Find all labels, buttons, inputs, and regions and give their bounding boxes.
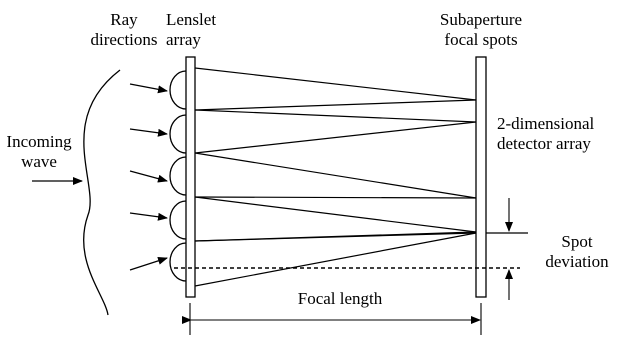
ray-directions-label: Ray directions xyxy=(88,10,160,50)
detector-array-label-line2: detector array xyxy=(497,134,591,153)
incoming-wave-label: Incoming wave xyxy=(0,132,78,172)
ray-directions-label-line1: Ray xyxy=(110,10,138,29)
spot-deviation-label-line2: deviation xyxy=(545,252,609,271)
lenslet-array-label: Lenslet array xyxy=(166,10,216,50)
subaperture-focal-spots-label: Subaperture focal spots xyxy=(422,10,540,50)
focal-length-label: Focal length xyxy=(297,289,383,308)
subaperture-focal-spots-label-line2: focal spots xyxy=(444,30,518,49)
ray-direction-arrow xyxy=(129,212,168,221)
ray-lines xyxy=(194,67,477,287)
lenslet xyxy=(169,156,187,196)
lenslet xyxy=(169,70,187,110)
lenslet xyxy=(169,114,187,154)
lenslet xyxy=(169,200,187,240)
detector-array-plate xyxy=(475,56,487,298)
lenslet-array-label-line2: array xyxy=(166,30,201,49)
spot-deviation-label: Spot deviation xyxy=(534,232,620,272)
incoming-wave-label-line1: Incoming xyxy=(6,132,72,151)
lenslet-array-plate xyxy=(185,56,196,298)
incoming-wave-label-line2: wave xyxy=(21,152,57,171)
ray-directions-label-line2: directions xyxy=(90,30,158,49)
ray-direction-arrow xyxy=(129,170,168,183)
incoming-wavefront-curve xyxy=(83,69,121,316)
ray-direction-arrow xyxy=(129,256,168,271)
spot-deviation-label-line1: Spot xyxy=(561,232,593,251)
ray-direction-arrow xyxy=(129,128,168,137)
detector-array-label-line1: 2-dimensional xyxy=(497,114,595,133)
detector-array-label: 2-dimensional detector array xyxy=(497,114,594,154)
subaperture-focal-spots-label-line1: Subaperture xyxy=(439,10,523,29)
lenslet xyxy=(169,242,187,282)
lenslet-array-label-line1: Lenslet xyxy=(166,10,217,29)
ray-direction-arrow xyxy=(129,83,168,94)
